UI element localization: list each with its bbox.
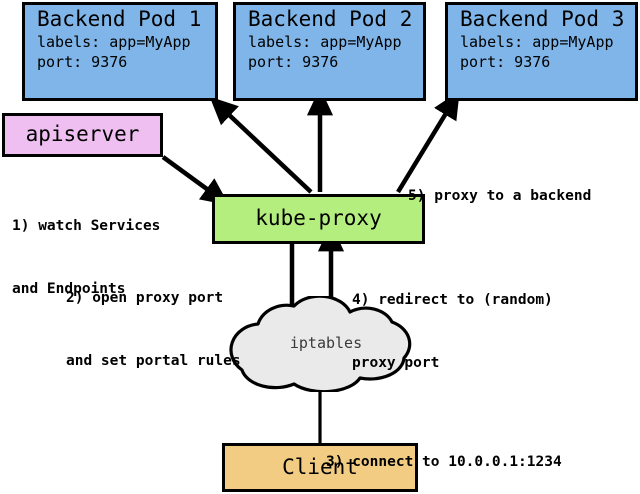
arrow-apiserver-to-kubeproxy (161, 155, 230, 206)
iptables-cloud: iptables (186, 294, 466, 394)
node-backend-pod-3: Backend Pod 3 labels: app=MyApp port: 93… (445, 2, 638, 101)
pod2-labels: labels: app=MyApp (248, 32, 402, 51)
step-label-5: 5) proxy to a backend (408, 144, 591, 249)
pod1-title: Backend Pod 1 (37, 7, 202, 31)
pod1-labels: labels: app=MyApp (37, 32, 191, 51)
node-apiserver: apiserver (2, 113, 163, 157)
iptables-label: iptables (289, 334, 363, 352)
node-kube-proxy: kube-proxy (212, 194, 425, 244)
arrow-kubeproxy-to-pod1 (209, 96, 313, 194)
step-3-line-1: 3) connect to 10.0.0.1:1234 (326, 454, 562, 471)
step-label-3: 3) connect to 10.0.0.1:1234 (326, 410, 562, 494)
node-client: Client (222, 443, 418, 492)
apiserver-title: apiserver (25, 122, 140, 147)
step-5-line-1: 5) proxy to a backend (408, 188, 592, 205)
client-title: Client (282, 454, 358, 479)
step-label-1: 1) watch Services and Endpoints (12, 174, 160, 342)
step-label-2: 2) open proxy port and set portal rules (66, 246, 241, 414)
pod3-port: port: 9376 (460, 52, 551, 71)
step-label-4: 4) redirect to (random) proxy port (352, 248, 553, 416)
step-1-line-1: 1) watch Services (12, 218, 161, 235)
pod3-title: Backend Pod 3 (460, 7, 625, 31)
step-2-line-1: 2) open proxy port (66, 290, 224, 307)
node-backend-pod-2: Backend Pod 2 labels: app=MyApp port: 93… (233, 2, 426, 101)
pod3-labels: labels: app=MyApp (460, 32, 614, 51)
step-4-line-2: proxy port (352, 355, 440, 372)
step-1-line-2: and Endpoints (12, 281, 126, 298)
pod2-title: Backend Pod 2 (248, 7, 413, 31)
pod2-port: port: 9376 (248, 52, 339, 71)
pod1-port: port: 9376 (37, 52, 128, 71)
step-2-line-2: and set portal rules (66, 353, 241, 370)
cloud-shape (229, 294, 412, 394)
step-4-line-1: 4) redirect to (random) (352, 292, 553, 309)
kube-proxy-title: kube-proxy (255, 206, 382, 231)
node-backend-pod-1: Backend Pod 1 labels: app=MyApp port: 93… (22, 2, 218, 101)
